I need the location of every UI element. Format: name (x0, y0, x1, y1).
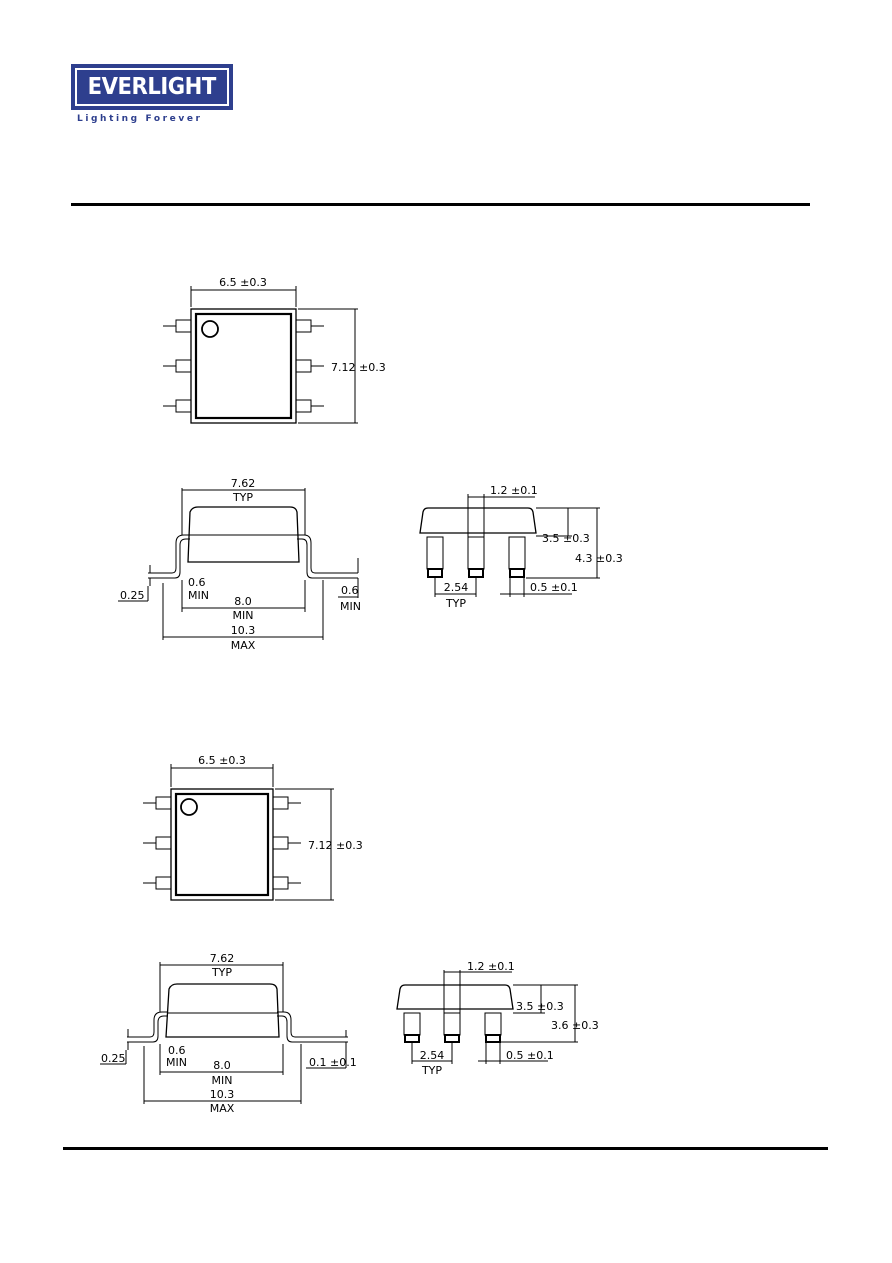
d1-side-pitch-note: TYP (232, 491, 253, 504)
d1-end-lead-width: 1.2 ±0.1 (490, 484, 538, 497)
d1-lead-thick: 0.25 (120, 589, 145, 602)
d2-overall-note: MAX (210, 1102, 235, 1115)
logo-wordmark: EVERLIGHT (87, 74, 217, 100)
d1-top-body-outer (190, 308, 297, 424)
d2-left-leads (143, 796, 172, 890)
d1-overall: 10.3 (231, 624, 256, 637)
d2-lead-thick: 0.25 (101, 1052, 126, 1065)
logo-frame: EVERLIGHT (75, 68, 229, 106)
d1-end-pins (426, 536, 526, 578)
d2-lead-offset: 0.1 ±0.1 (309, 1056, 357, 1069)
d2-side-pitch-note: TYP (211, 966, 232, 979)
d2-top-width: 6.5 ±0.3 (198, 754, 246, 767)
d1-end-body-height: 3.5 ±0.3 (542, 532, 590, 545)
d1-top-width: 6.5 ±0.3 (219, 276, 267, 289)
d2-top-view (143, 764, 334, 901)
d1-side-pitch: 7.62 (231, 477, 256, 490)
d2-body-span-note: MIN (212, 1074, 233, 1087)
d1-standoff-right-note: MIN (340, 600, 361, 613)
d2-end-pitch-note: TYP (421, 1064, 442, 1077)
d1-right-leads (295, 319, 324, 413)
d1-body-span: 8.0 (234, 595, 252, 608)
d1-side-view (118, 488, 359, 640)
d2-standoff-left-note: MIN (166, 1056, 187, 1069)
d2-side-view (100, 962, 348, 1104)
d1-standoff-left: 0.6 (188, 576, 206, 589)
d2-end-view (396, 970, 578, 1064)
d1-left-leads (163, 319, 192, 413)
d1-top-view (163, 286, 358, 424)
d2-top-height: 7.12 ±0.3 (308, 839, 363, 852)
footer-rule (63, 1147, 828, 1150)
d2-side-pitch: 7.62 (210, 952, 235, 965)
d1-body-span-note: MIN (233, 609, 254, 622)
d2-pin1-marker (180, 798, 198, 816)
d1-top-height: 7.12 ±0.3 (331, 361, 386, 374)
d1-side-body (187, 506, 300, 563)
d2-end-lead-width: 1.2 ±0.1 (467, 960, 515, 973)
d1-overall-note: MAX (231, 639, 256, 652)
d1-pin1-marker (201, 320, 219, 338)
d2-end-body-height: 3.5 ±0.3 (516, 1000, 564, 1013)
d2-standoff-left: 0.6 (168, 1044, 186, 1057)
d2-end-total-height: 3.6 ±0.3 (551, 1019, 599, 1032)
d1-end-pitch: 2.54 (444, 581, 469, 594)
d2-right-leads (272, 796, 301, 890)
d1-end-view (419, 494, 600, 597)
d1-end-pitch-note: TYP (445, 597, 466, 610)
everlight-logo: EVERLIGHT (71, 64, 233, 110)
d1-end-body (419, 507, 537, 534)
d2-end-pins (403, 1012, 502, 1043)
d2-end-pin-width: 0.5 ±0.1 (506, 1049, 554, 1062)
d2-overall: 10.3 (210, 1088, 235, 1101)
logo-tagline: Lighting Forever (77, 114, 203, 124)
d1-end-total-height: 4.3 ±0.3 (575, 552, 623, 565)
header-rule (71, 203, 810, 206)
d1-standoff-left-note: MIN (188, 589, 209, 602)
d1-end-pin-width: 0.5 ±0.1 (530, 581, 578, 594)
d2-body-span: 8.0 (213, 1059, 231, 1072)
d1-standoff-right: 0.6 (341, 584, 359, 597)
d2-end-pitch: 2.54 (420, 1049, 445, 1062)
dimension-labels: 6.5 ±0.3 7.12 ±0.3 7.62 TYP 0.25 0.6 MIN… (101, 276, 623, 1115)
d1-top-body-inner (194, 312, 293, 420)
